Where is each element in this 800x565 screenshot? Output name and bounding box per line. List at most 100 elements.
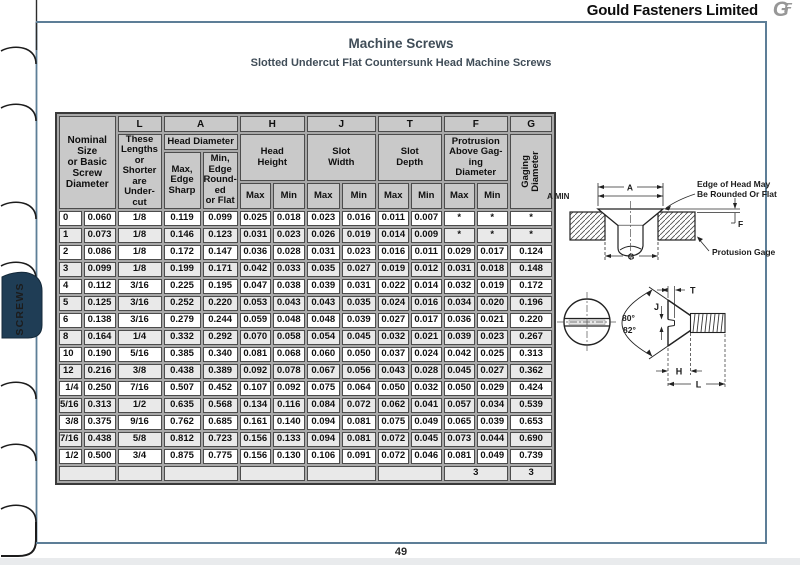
value-cell: 0.116 bbox=[272, 398, 305, 414]
value-cell: * bbox=[476, 211, 508, 227]
footer-empty-cell bbox=[117, 466, 162, 482]
value-cell: 0.723 bbox=[202, 432, 238, 448]
logo-letter-f: F bbox=[784, 0, 792, 15]
col-header-t-min: Min bbox=[410, 183, 442, 210]
machine-screw-dimensions-table: Nominal Size or Basic Screw Diameter L A… bbox=[55, 112, 557, 486]
value-cell: 0.029 bbox=[476, 381, 508, 397]
value-cell: 0.039 bbox=[443, 330, 475, 346]
dim-l-label: L bbox=[696, 380, 702, 390]
value-cell: 0.020 bbox=[476, 296, 508, 312]
value-cell: 0.056 bbox=[341, 364, 376, 380]
size-cell: 5 bbox=[59, 296, 82, 312]
value-cell: 0.031 bbox=[239, 228, 271, 244]
value-cell: 0.081 bbox=[443, 449, 475, 465]
value-cell: 0.099 bbox=[83, 262, 116, 278]
value-cell: 0.389 bbox=[202, 364, 238, 380]
value-cell: 0.042 bbox=[443, 347, 475, 363]
value-cell: 0.023 bbox=[306, 211, 340, 227]
value-cell: 3/16 bbox=[117, 279, 162, 295]
value-cell: 0.075 bbox=[377, 415, 409, 431]
size-cell: 10 bbox=[59, 347, 82, 363]
value-cell: 0.070 bbox=[239, 330, 271, 346]
tab-blank bbox=[0, 201, 37, 220]
value-cell: 0.112 bbox=[83, 279, 116, 295]
value-cell: 0.172 bbox=[509, 279, 553, 295]
value-cell: 0.313 bbox=[509, 347, 553, 363]
value-cell: * bbox=[443, 228, 475, 244]
value-cell: 0.507 bbox=[163, 381, 201, 397]
value-cell: 0.438 bbox=[83, 432, 116, 448]
value-cell: 9/16 bbox=[117, 415, 162, 431]
value-cell: 0.078 bbox=[272, 364, 305, 380]
value-cell: 0.043 bbox=[272, 296, 305, 312]
tab-stack-bottom-curve bbox=[1, 522, 37, 557]
logo-letter-g: G bbox=[772, 0, 790, 21]
value-cell: 0.045 bbox=[410, 432, 442, 448]
value-cell: * bbox=[509, 211, 553, 227]
value-cell: 1/4 bbox=[117, 330, 162, 346]
value-cell: 0.032 bbox=[443, 279, 475, 295]
value-cell: 0.875 bbox=[163, 449, 201, 465]
value-cell: 0.081 bbox=[341, 415, 376, 431]
head-angle bbox=[621, 286, 691, 360]
page-bottom-border bbox=[36, 542, 767, 544]
value-cell: 0.046 bbox=[410, 449, 442, 465]
tab-screws[interactable] bbox=[1, 271, 43, 339]
size-cell: 8 bbox=[59, 330, 82, 346]
dim-h-label: H bbox=[676, 367, 683, 377]
value-cell: 0.031 bbox=[306, 245, 340, 261]
value-cell: 0.057 bbox=[443, 398, 475, 414]
dim-t-label: T bbox=[690, 286, 696, 296]
size-cell: 1/4 bbox=[59, 381, 82, 397]
value-cell: 0.072 bbox=[341, 398, 376, 414]
col-header-head-height: Head Height bbox=[239, 134, 305, 182]
value-cell: 0.146 bbox=[163, 228, 201, 244]
tab-blank bbox=[0, 103, 37, 122]
value-cell: 0.027 bbox=[341, 262, 376, 278]
footnote-f: 3 bbox=[443, 466, 508, 482]
figure-screw-views: T J 80° 82° bbox=[557, 286, 726, 390]
tab-blank bbox=[0, 46, 37, 65]
value-cell: 0.036 bbox=[239, 245, 271, 261]
tab-blank bbox=[0, 443, 37, 462]
value-cell: 0.635 bbox=[163, 398, 201, 414]
value-cell: 0.017 bbox=[476, 245, 508, 261]
col-letter-g: G bbox=[509, 116, 553, 132]
value-cell: 0.092 bbox=[272, 381, 305, 397]
sidebar-tab-rail: SCREWS bbox=[0, 0, 43, 557]
value-cell: 0.172 bbox=[163, 245, 201, 261]
page-title: Machine Screws bbox=[348, 36, 454, 51]
table-footnote-row: 3 3 bbox=[59, 466, 553, 482]
value-cell: 0.196 bbox=[509, 296, 553, 312]
col-letter-t: T bbox=[377, 116, 442, 132]
dim-j-label: J bbox=[654, 302, 659, 312]
col-header-slot-width: Slot Width bbox=[306, 134, 376, 182]
value-cell: 0.028 bbox=[410, 364, 442, 380]
table-header: Nominal Size or Basic Screw Diameter L A… bbox=[59, 116, 553, 210]
value-cell: 0.092 bbox=[239, 364, 271, 380]
value-cell: 0.039 bbox=[306, 279, 340, 295]
gage-note: Protusion Gage bbox=[712, 247, 776, 257]
col-header-nominal: Nominal Size or Basic Screw Diameter bbox=[59, 116, 116, 210]
value-cell: 0.081 bbox=[341, 432, 376, 448]
value-cell: 0.340 bbox=[202, 347, 238, 363]
value-cell: 0.279 bbox=[163, 313, 201, 329]
value-cell: 0.220 bbox=[509, 313, 553, 329]
value-cell: 0.067 bbox=[306, 364, 340, 380]
gage-block-left bbox=[569, 211, 606, 241]
angle-80-label: 80° bbox=[622, 313, 635, 323]
value-cell: 0.119 bbox=[163, 211, 201, 227]
value-cell: 0.023 bbox=[476, 330, 508, 346]
value-cell: 5/8 bbox=[117, 432, 162, 448]
size-cell: 5/16 bbox=[59, 398, 82, 414]
value-cell: 0.049 bbox=[476, 449, 508, 465]
value-cell: 0.035 bbox=[306, 262, 340, 278]
value-cell: 0.021 bbox=[410, 330, 442, 346]
